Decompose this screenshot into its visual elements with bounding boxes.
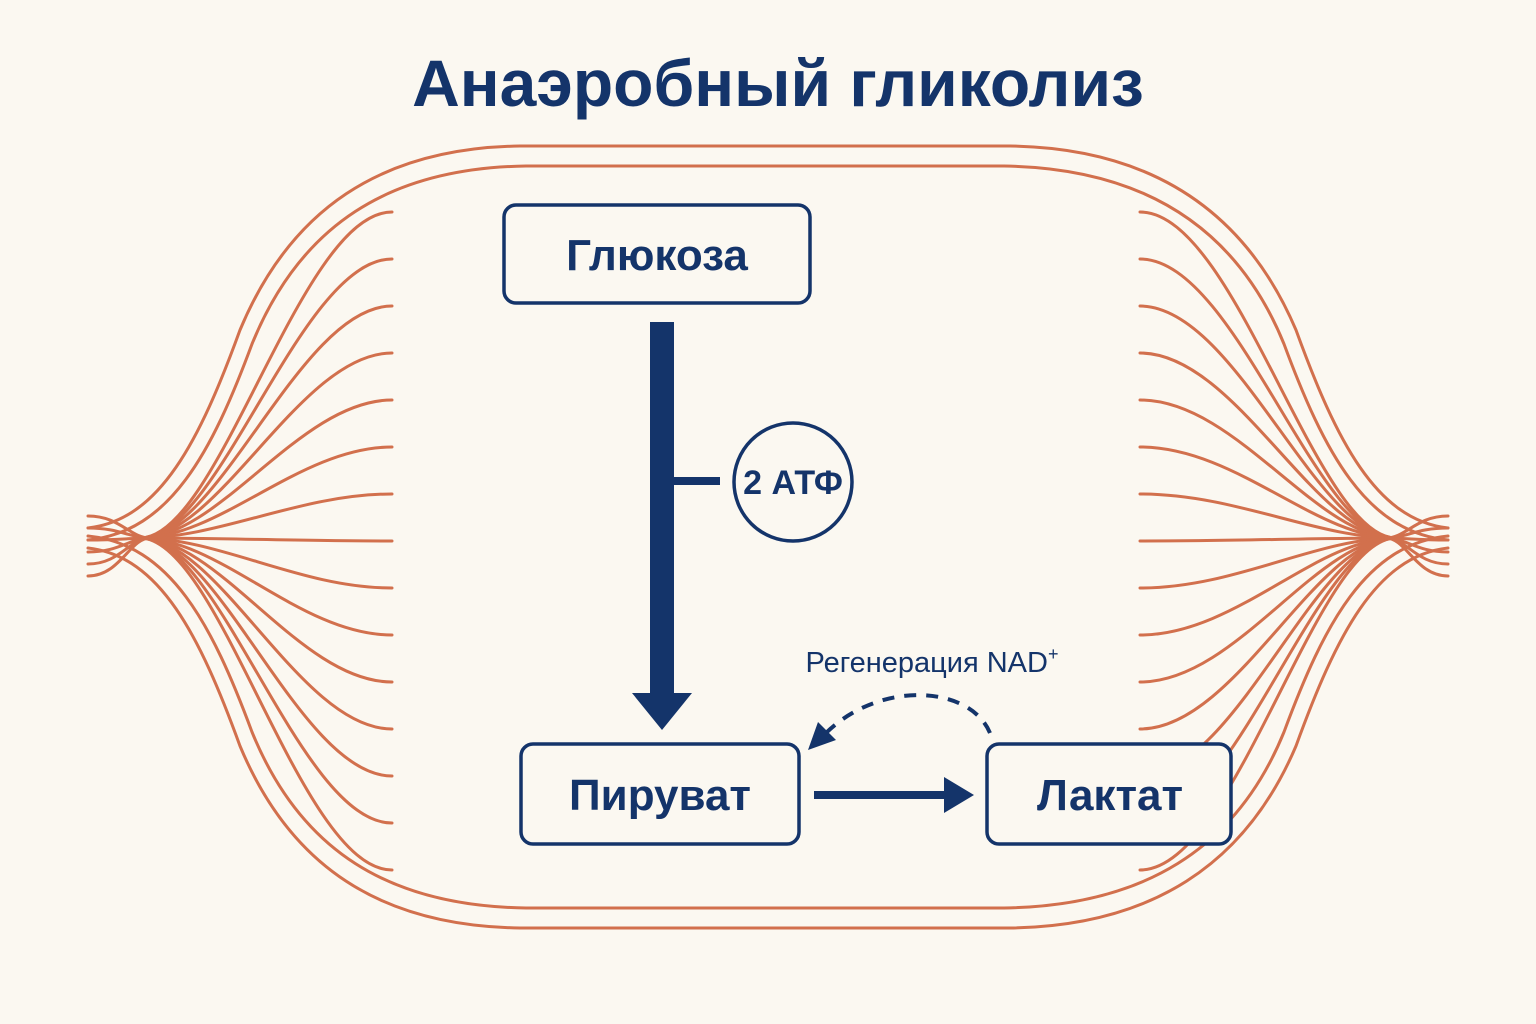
muscle-fiber-line [138,445,394,540]
pyruvate-label: Пируват [569,771,751,820]
muscle-fiber-line [1138,304,1398,540]
muscle-fiber-line [138,351,394,540]
muscle-fiber-line [1138,536,1398,543]
glycolysis-arrow-head [632,693,692,730]
muscle-fiber-line [1138,257,1398,540]
muscle-fiber-line [1138,536,1398,731]
atp-label: 2 АТФ [743,464,843,502]
diagram-title: Анаэробный гликолиз [412,46,1144,120]
nad-regeneration-arrow [824,693,992,735]
glycolysis-arrow-shaft [650,322,674,694]
muscle-outline-bottom-inner [86,534,1450,910]
muscle-fiber-line [138,210,394,540]
lactate-box [985,742,1233,846]
pyruvate-to-lactate-arrow-shaft [814,791,946,799]
muscle-fiber-line [138,536,394,731]
lactate-label: Лактат [1037,771,1183,820]
muscle-fibers-left [86,210,394,872]
glucose-box [502,203,812,305]
muscle-fiber-line [1138,536,1398,778]
muscle-fiber-line [1138,536,1398,684]
muscle-fiber-line [138,536,394,825]
nad-regeneration-label: Регенерация NAD+ [806,644,1059,679]
muscle-outline-top-outer [86,144,1450,530]
pyruvate-to-lactate-arrow-head [944,777,974,813]
muscle-fiber-line [138,492,394,540]
glucose-label: Глюкоза [566,231,748,280]
muscle-fiber-line [138,257,394,540]
muscle-fiber-line [1138,445,1398,540]
muscle-fiber-line [1138,210,1398,540]
muscle-fiber-line [138,536,394,543]
tendon-line-right [1384,536,1450,578]
muscle-fiber-line [1138,398,1398,540]
muscle-fiber-line [1138,536,1398,872]
muscle-fiber-line [138,536,394,684]
atp-connector [672,477,720,485]
muscle-fiber-line [138,536,394,778]
atp-circle [732,421,854,543]
muscle-fiber-line [138,536,394,872]
muscle-outline-bottom-outer [86,546,1450,930]
muscle-fiber-line [138,536,394,590]
nad-regeneration-arrow-head [808,722,836,750]
muscle-fiber-line [1138,351,1398,540]
muscle-fiber-line [138,536,394,637]
muscle-fiber-line [1138,492,1398,540]
muscle-fiber-line [138,304,394,540]
muscle-fiber-line [1138,536,1398,637]
muscle-outline-top-inner [86,164,1450,542]
muscle-fiber-line [138,398,394,540]
tendon-line-left [86,536,152,578]
muscle-fiber-line [1138,536,1398,590]
pyruvate-box [519,742,801,846]
